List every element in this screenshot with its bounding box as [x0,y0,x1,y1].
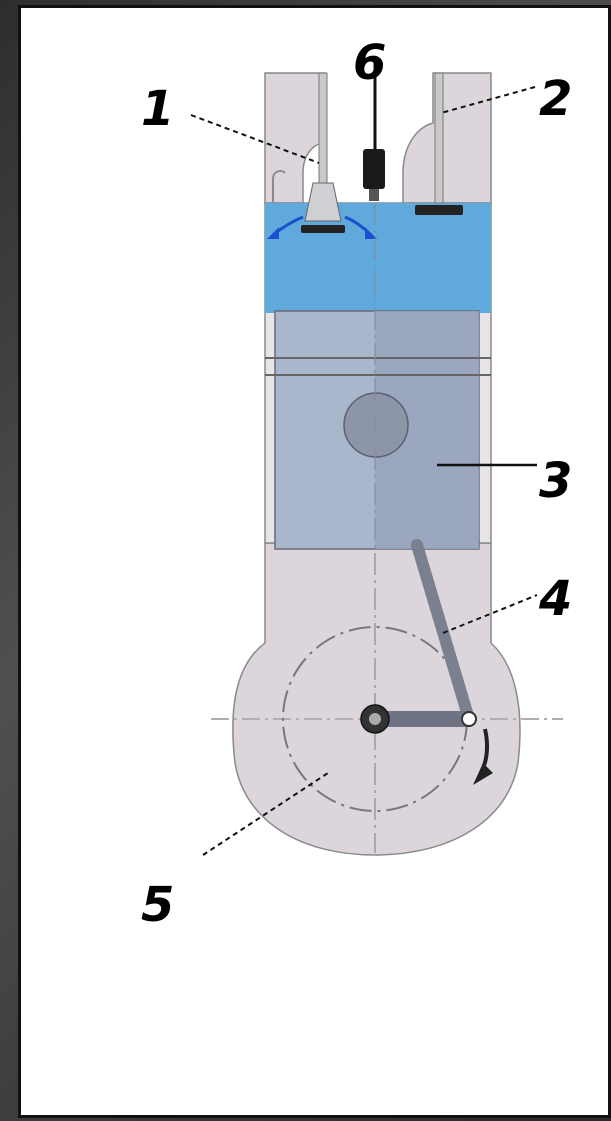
rotation-arrowhead [473,763,493,785]
piston-pin [343,392,409,458]
leader-5 [202,770,332,856]
intake-valve-seat [301,225,345,233]
exhaust-port [402,72,492,204]
intake-valve-head [304,182,342,222]
intake-hook [272,170,286,203]
label-5: 5 [141,877,174,933]
leader-1 [190,114,320,164]
crank-pin [461,711,477,727]
exhaust-valve-stem [434,72,444,204]
leader-4 [442,594,538,634]
label-6: 6 [353,35,386,91]
engine-diagram: 1 2 3 4 5 6 [141,35,572,933]
cylinder-charge [265,203,491,313]
label-3: 3 [539,453,572,509]
label-1: 1 [141,81,174,137]
flow-arrowhead-right [365,227,377,239]
flow-arrowhead-left [267,227,279,239]
diagram-frame: 1 2 3 4 5 6 [18,5,611,1118]
crankcase [232,542,521,856]
intake-valve-stem [318,72,328,184]
spark-plug-tip [369,189,379,201]
crank-center-inner [369,713,381,725]
leader-2 [440,86,536,114]
label-4: 4 [538,571,572,627]
exhaust-valve-head [415,205,463,215]
label-2: 2 [539,71,572,127]
spark-plug-body [363,149,385,189]
